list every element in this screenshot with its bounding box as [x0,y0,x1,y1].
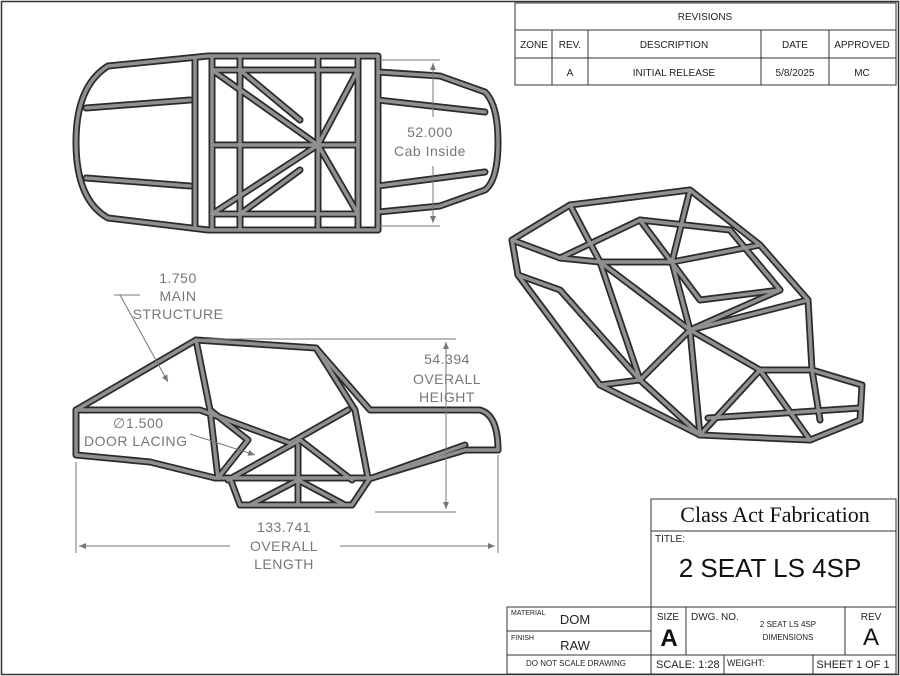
finish-value: RAW [560,638,591,653]
size-value: A [660,625,677,652]
door-lacing-leader [189,433,256,456]
overall-length-dimension-lines [75,455,499,553]
dwg-no-line2: DIMENSIONS [763,633,814,642]
main-structure-value: 1.750 [159,270,197,286]
main-structure-line2: STRUCTURE [133,306,224,322]
overall-height-line2: HEIGHT [419,389,475,405]
dwg-no-line1: 2 SEAT LS 4SP [760,620,816,629]
overall-height-dimension-lines [200,338,456,513]
material-label: MATERIAL [511,610,546,617]
dwg-no-label: DWG. NO. [691,612,739,623]
material-value: DOM [560,612,590,627]
rev-row-description: INITIAL RELEASE [633,68,716,79]
rev-row-rev: A [567,68,574,79]
size-label: SIZE [657,612,680,623]
overall-length-line2: LENGTH [254,556,314,572]
rev-col-rev: REV. [559,40,581,51]
revisions-table [514,2,897,86]
cab-inside-value: 52.000 [407,124,453,140]
main-structure-line1: MAIN [160,288,197,304]
rev-row-approved: MC [854,68,870,79]
title-label: TITLE: [655,534,685,545]
overall-length-value: 133.741 [257,519,311,535]
revisions-heading: REVISIONS [678,12,733,23]
chassis-isometric-view [508,186,866,444]
rev-col-date: DATE [782,40,808,51]
overall-height-value: 54.394 [424,351,470,367]
no-scale-note: DO NOT SCALE DRAWING [526,659,626,668]
rev-value: A [863,624,879,651]
overall-length-line1: OVERALL [250,538,318,554]
rev-col-approved: APPROVED [834,40,890,51]
main-structure-leader [114,294,169,383]
rev-label: REV [861,612,882,623]
rev-col-zone: ZONE [520,40,548,51]
door-lacing-symbol: ∅ [113,415,126,431]
finish-label: FINISH [511,635,534,642]
rev-row-date: 5/8/2025 [776,68,815,79]
door-lacing-value: 1.500 [126,415,164,431]
door-lacing-label: DOOR LACING [84,433,188,449]
rev-col-description: DESCRIPTION [640,40,708,51]
drawing-title: 2 SEAT LS 4SP [679,553,862,583]
cab-inside-label: Cab Inside [394,143,466,159]
sheet-text: SHEET 1 OF 1 [816,659,889,671]
weight-label: WEIGHT: [727,658,765,668]
chassis-side-view [72,336,502,509]
company-name: Class Act Fabrication [680,502,869,527]
chassis-top-view [72,52,502,234]
title-block-frame [506,498,897,675]
overall-height-line1: OVERALL [413,371,481,387]
scale-text: SCALE: 1:28 [656,659,720,671]
cab-inside-dimension-lines [380,59,440,227]
